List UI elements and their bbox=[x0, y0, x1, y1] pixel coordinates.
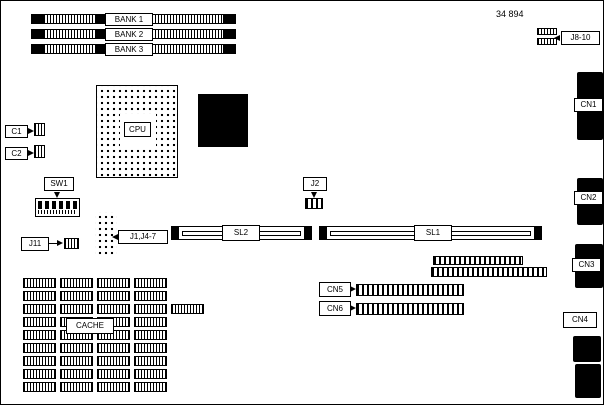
socket-cap bbox=[32, 15, 44, 23]
dip-switch-ticks bbox=[38, 210, 77, 214]
cache-chip bbox=[23, 317, 56, 327]
sw1-arrow-icon bbox=[54, 192, 60, 198]
j8-10-connector bbox=[537, 38, 557, 45]
cache-chip bbox=[60, 369, 93, 379]
cache-chip bbox=[23, 278, 56, 288]
sw1-dip-switch bbox=[35, 198, 80, 217]
c1-connector bbox=[34, 123, 45, 136]
cache-chip bbox=[23, 330, 56, 340]
cache-chip bbox=[134, 278, 167, 288]
cn4-label: CN4 bbox=[563, 312, 597, 328]
socket-cap bbox=[223, 15, 235, 23]
cache-label: CACHE bbox=[66, 318, 114, 334]
pin-header-bar bbox=[431, 267, 547, 277]
cn5-label: CN5 bbox=[319, 282, 351, 297]
sl1-label: SL1 bbox=[414, 225, 452, 241]
c1-label: C1 bbox=[5, 125, 28, 138]
dip-switch-toggles bbox=[38, 201, 77, 209]
cache-chip bbox=[134, 330, 167, 340]
cache-chip bbox=[97, 291, 130, 301]
cpu-label: CPU bbox=[124, 122, 151, 137]
j1-j4-7-arrow-icon bbox=[112, 234, 118, 240]
cache-chip bbox=[60, 343, 93, 353]
cache-chip bbox=[134, 343, 167, 353]
cache-chip bbox=[23, 304, 56, 314]
cache-chip bbox=[134, 317, 167, 327]
j11-label: J11 bbox=[21, 237, 49, 251]
cn4-connector bbox=[573, 336, 601, 362]
cache-chip bbox=[60, 278, 93, 288]
sl2-label: SL2 bbox=[222, 225, 260, 241]
c2-label: C2 bbox=[5, 147, 28, 160]
sw1-label: SW1 bbox=[44, 177, 74, 191]
cn2-label: CN2 bbox=[574, 191, 603, 205]
cache-chip bbox=[97, 356, 130, 366]
c2-connector bbox=[34, 145, 45, 158]
cache-chip bbox=[23, 382, 56, 392]
cache-chip bbox=[23, 356, 56, 366]
cache-chip bbox=[23, 343, 56, 353]
cn6-connector bbox=[356, 303, 464, 315]
cache-chip bbox=[171, 304, 204, 314]
cn6-arrow-icon bbox=[350, 305, 356, 311]
bank3-label: BANK 3 bbox=[105, 43, 153, 56]
j11-connector bbox=[64, 238, 79, 249]
cache-chip bbox=[97, 343, 130, 353]
cache-chip bbox=[60, 304, 93, 314]
slot-cap bbox=[172, 227, 179, 239]
j11-arrow-icon bbox=[57, 240, 63, 246]
cn1-label: CN1 bbox=[574, 98, 603, 112]
slot-cap bbox=[320, 227, 327, 239]
cn3-label: CN3 bbox=[572, 258, 601, 272]
part-number: 34 894 bbox=[496, 9, 524, 19]
cache-chip bbox=[134, 304, 167, 314]
j1-j4-7-label: J1,J4-7 bbox=[118, 230, 168, 244]
cache-chip bbox=[60, 382, 93, 392]
cache-chip bbox=[60, 356, 93, 366]
cache-chip bbox=[97, 304, 130, 314]
cn6-label: CN6 bbox=[319, 301, 351, 316]
socket-cap bbox=[32, 30, 44, 38]
bank3-arrow-icon bbox=[98, 46, 104, 52]
j8-10-connector bbox=[537, 28, 557, 35]
j2-arrow-icon bbox=[311, 192, 317, 198]
chipset-chip bbox=[198, 94, 248, 147]
bank2-label: BANK 2 bbox=[105, 28, 153, 41]
bank1-label: BANK 1 bbox=[105, 13, 153, 26]
cache-chip bbox=[97, 382, 130, 392]
bank1-arrow-icon bbox=[98, 16, 104, 22]
c2-arrow-icon bbox=[28, 150, 34, 156]
cache-chip bbox=[134, 291, 167, 301]
bank2-arrow-icon bbox=[98, 31, 104, 37]
socket-cap bbox=[223, 30, 235, 38]
j8-10-arrow-icon bbox=[554, 35, 560, 41]
j2-connector bbox=[305, 198, 323, 209]
c1-arrow-icon bbox=[28, 128, 34, 134]
cache-chip bbox=[134, 382, 167, 392]
slot-cap bbox=[534, 227, 541, 239]
cn5-connector bbox=[356, 284, 464, 296]
socket-cap bbox=[223, 45, 235, 53]
pin-header-row bbox=[433, 256, 523, 265]
slot-cap bbox=[304, 227, 311, 239]
cn5-arrow-icon bbox=[350, 286, 356, 292]
j11-leader-line bbox=[49, 243, 58, 244]
cache-chip bbox=[23, 369, 56, 379]
cache-chip-grid bbox=[23, 278, 193, 400]
cache-chip bbox=[134, 369, 167, 379]
corner-connector bbox=[575, 364, 601, 398]
cache-chip bbox=[97, 278, 130, 288]
cache-chip bbox=[23, 291, 56, 301]
cache-chip bbox=[134, 356, 167, 366]
cache-chip bbox=[60, 291, 93, 301]
j2-label: J2 bbox=[303, 177, 327, 191]
socket-cap bbox=[32, 45, 44, 53]
cache-chip bbox=[97, 369, 130, 379]
j8-10-label: J8-10 bbox=[561, 31, 600, 45]
j1-j4-7-pin-header bbox=[95, 212, 117, 255]
